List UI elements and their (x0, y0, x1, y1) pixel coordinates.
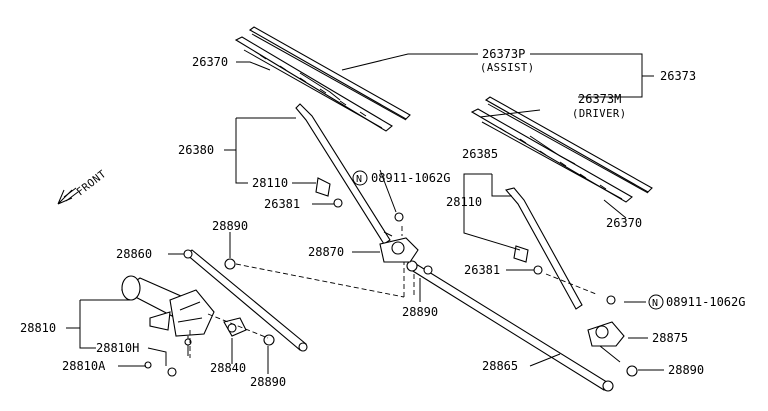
label-28865: 28865 (482, 359, 518, 373)
label-26381-right: 26381 (464, 263, 500, 277)
label-28860: 28860 (116, 247, 152, 261)
n-mark-circle-1 (352, 170, 368, 186)
label-front: FRONT (74, 168, 108, 199)
label-28875: 28875 (652, 331, 688, 345)
wiper-arm-assist (295, 103, 391, 245)
leader-lines (66, 53, 664, 374)
label-driver: (DRIVER) (572, 108, 627, 120)
n-mark-circle-2 (648, 294, 664, 310)
label-28890-low: 28890 (250, 375, 286, 389)
label-28810a: 28810A (62, 359, 106, 373)
label-26373: 26373 (660, 69, 696, 83)
wiper-arm-driver (505, 187, 583, 310)
label-n-2: N (652, 298, 658, 309)
label-28890-right: 28890 (668, 363, 704, 377)
bushing-28890-upper (224, 258, 236, 270)
bushing-28890-low (263, 334, 275, 346)
label-bolt-08911-1: 08911-1062G (371, 171, 450, 185)
bushing-28890-right (626, 365, 638, 377)
pivot-28875 (587, 295, 625, 363)
wiper-motor (120, 275, 215, 377)
phantom-lines (189, 226, 597, 358)
label-bolt-08911-2: 08911-1062G (666, 295, 745, 309)
label-28810h: 28810H (96, 341, 139, 355)
label-28890-upper: 28890 (212, 219, 248, 233)
label-26381-left: 26381 (264, 197, 300, 211)
label-28110-left: 28110 (252, 176, 288, 190)
label-assist: (ASSIST) (480, 62, 535, 74)
label-28110-right: 28110 (446, 195, 482, 209)
blade-assist (234, 36, 393, 132)
blade-refill-assist (248, 26, 411, 121)
label-26370-top: 26370 (192, 55, 228, 69)
bushing-28890-mid (423, 265, 433, 275)
label-28890-mid: 28890 (402, 305, 438, 319)
blade-driver (470, 108, 633, 203)
label-26373m: 26373M (578, 92, 621, 106)
label-n-1: N (356, 174, 362, 185)
blade-refill-driver (484, 96, 653, 194)
pivot-28870 (379, 212, 419, 263)
label-26385: 26385 (462, 147, 498, 161)
label-26380: 26380 (178, 143, 214, 157)
label-26370-right: 26370 (606, 216, 642, 230)
linkage-28865 (406, 260, 614, 392)
label-28810: 28810 (20, 321, 56, 335)
label-28870: 28870 (308, 245, 344, 259)
label-28840: 28840 (210, 361, 246, 375)
front-arrow-icon (57, 187, 79, 205)
motor-bracket-28840 (223, 317, 247, 337)
label-26373p: 26373P (482, 47, 525, 61)
